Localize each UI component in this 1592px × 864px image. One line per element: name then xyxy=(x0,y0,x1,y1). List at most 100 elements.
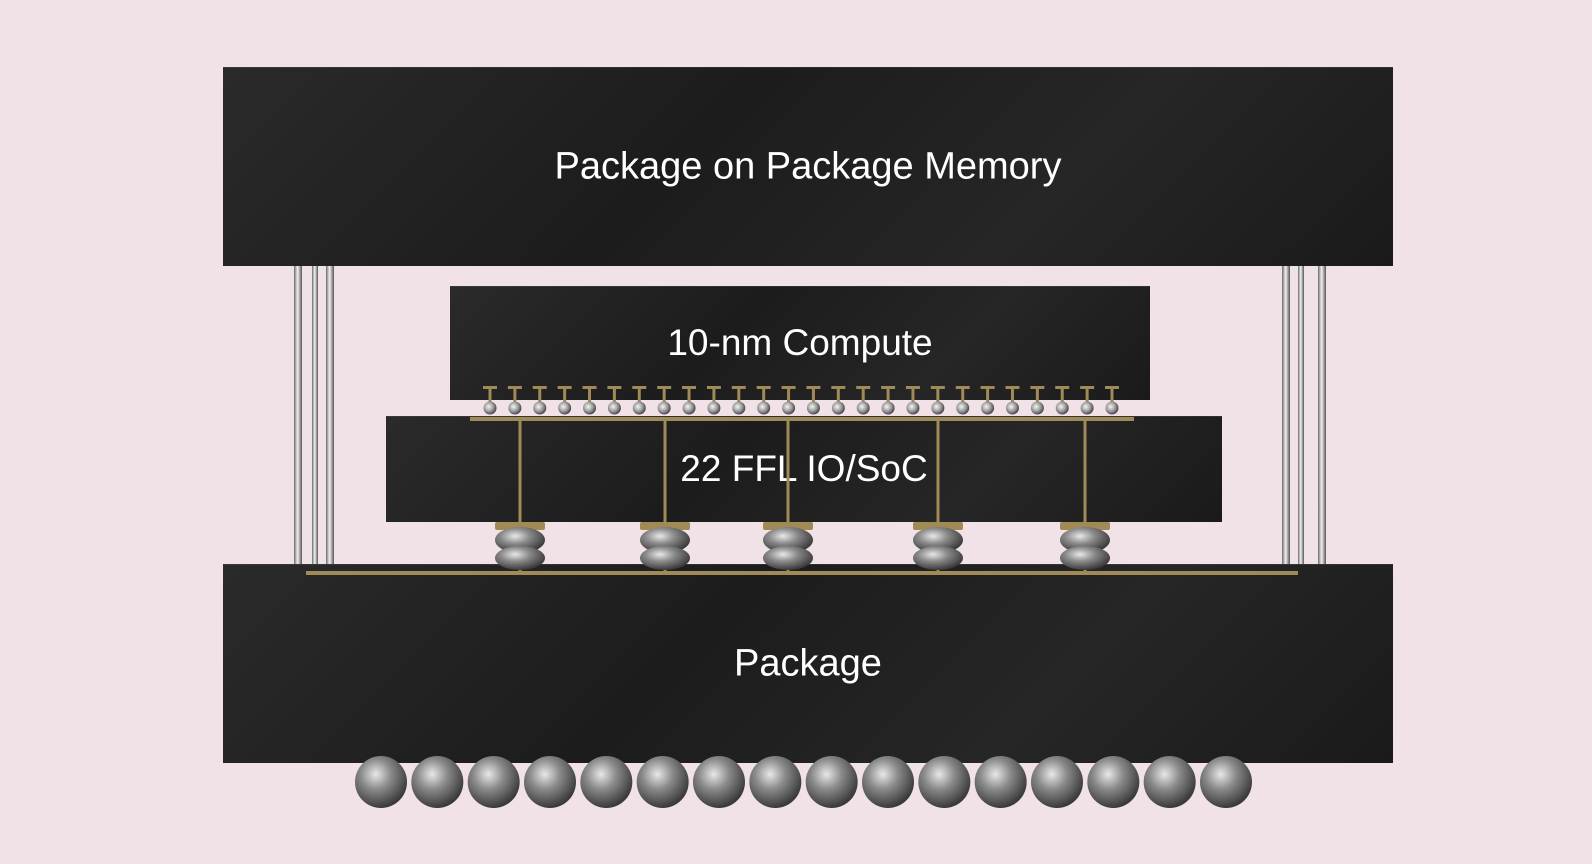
microbump xyxy=(931,401,945,415)
microbump xyxy=(831,401,845,415)
microbump xyxy=(1105,401,1119,415)
microbump-post xyxy=(513,389,517,403)
microbump xyxy=(1030,401,1044,415)
c4-pad xyxy=(640,522,690,530)
microbump xyxy=(732,401,746,415)
bga-ball xyxy=(524,756,576,808)
c4-pad xyxy=(913,522,963,530)
microbump xyxy=(607,401,621,415)
microbump-cap xyxy=(1105,386,1119,389)
bga-ball xyxy=(1087,756,1140,808)
c4-bump-lower xyxy=(763,546,813,570)
microbump-post xyxy=(612,389,616,403)
microbump xyxy=(1005,401,1019,415)
microbump-cap xyxy=(582,386,597,389)
microbump-cap xyxy=(532,386,547,389)
microbump-cap xyxy=(806,386,821,389)
microbump xyxy=(1055,401,1069,415)
microbump xyxy=(806,401,820,415)
microbump xyxy=(856,401,870,415)
microbump xyxy=(757,401,771,415)
microbump-post xyxy=(488,389,492,403)
microbump-post xyxy=(986,389,990,403)
microbump-cap xyxy=(831,386,846,389)
microbump xyxy=(881,401,895,415)
pop-pillar xyxy=(1298,266,1304,564)
microbump-post xyxy=(762,389,766,403)
microbump xyxy=(508,401,522,415)
c4-bump-lower xyxy=(495,546,545,570)
microbump-cap xyxy=(731,386,746,389)
microbump-post xyxy=(637,389,641,403)
c4-bump-upper xyxy=(1060,527,1110,553)
microbump-pad-strip xyxy=(470,417,1134,421)
bga-ball xyxy=(918,756,971,808)
microbump xyxy=(782,401,796,415)
microbump-post xyxy=(836,389,840,403)
microbump-cap xyxy=(632,386,647,389)
microbump xyxy=(583,401,597,415)
microbump xyxy=(483,401,497,415)
microbump xyxy=(682,401,696,415)
pop-memory-layer: Package on Package Memory xyxy=(223,67,1393,266)
microbumps xyxy=(470,386,1134,421)
c4-pad xyxy=(1060,522,1110,530)
pop-pillar xyxy=(1318,266,1326,564)
microbump-cap xyxy=(955,386,970,389)
package-label: Package xyxy=(734,642,882,684)
microbump-cap xyxy=(1080,386,1095,389)
microbump xyxy=(558,401,572,415)
microbump-post xyxy=(588,389,592,403)
c4-bump-upper xyxy=(763,527,813,553)
microbump-post xyxy=(936,389,940,403)
microbump-cap xyxy=(856,386,871,389)
bga-ball xyxy=(1143,756,1196,808)
microbump-cap xyxy=(930,386,945,389)
microbump-cap xyxy=(756,386,771,389)
bga-ball xyxy=(636,756,689,808)
bga-ball xyxy=(974,756,1027,808)
microbump xyxy=(906,401,920,415)
pop-pillar xyxy=(326,266,334,564)
c4-bump-lower xyxy=(1060,546,1110,570)
c4-bump-upper xyxy=(640,527,690,553)
c4-pad xyxy=(763,522,813,530)
bga-ball xyxy=(749,756,802,808)
microbump-cap xyxy=(1055,386,1070,389)
microbump-post xyxy=(1035,389,1039,403)
bga-ball xyxy=(805,756,858,808)
c4-bump-lower xyxy=(640,546,690,570)
microbump-post xyxy=(1110,389,1114,403)
microbump xyxy=(533,401,547,415)
compute-die-label: 10-nm Compute xyxy=(667,322,933,363)
tsv-trace xyxy=(786,421,790,523)
microbump-cap xyxy=(881,386,896,389)
microbump-cap xyxy=(706,386,721,389)
c4-bump-lower xyxy=(913,546,963,570)
microbump-cap xyxy=(1005,386,1020,389)
microbump-cap xyxy=(507,386,522,389)
c4-bump-upper xyxy=(913,527,963,553)
tsv-trace xyxy=(936,421,940,523)
c4-bumps xyxy=(495,522,1110,570)
io-soc-die-label: 22 FFL IO/SoC xyxy=(680,448,928,489)
bga-ball xyxy=(411,756,464,808)
microbump-cap xyxy=(905,386,920,389)
microbump xyxy=(707,401,721,415)
microbump-post xyxy=(811,389,815,403)
microbump-cap xyxy=(483,386,497,389)
bga-ball xyxy=(467,756,520,808)
bga-ball xyxy=(693,756,745,808)
microbump-cap xyxy=(682,386,697,389)
bga-ball xyxy=(862,756,914,808)
bga-ball xyxy=(1031,756,1083,808)
microbump-post xyxy=(1010,389,1014,403)
microbump xyxy=(956,401,970,415)
microbump-cap xyxy=(657,386,672,389)
microbump xyxy=(1080,401,1094,415)
microbump-post xyxy=(687,389,691,403)
microbump-post xyxy=(737,389,741,403)
microbump-cap xyxy=(980,386,995,389)
microbump-post xyxy=(787,389,791,403)
